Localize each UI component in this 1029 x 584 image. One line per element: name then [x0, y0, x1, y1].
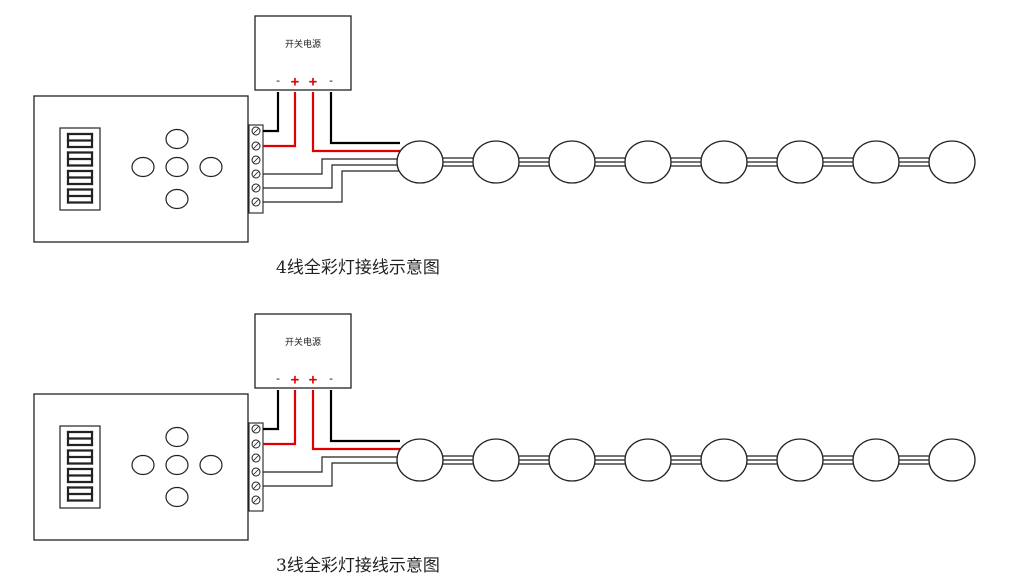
up-button [165, 128, 189, 150]
led-node [396, 438, 444, 482]
positive-terminal: + [291, 372, 299, 388]
display-digit [66, 430, 94, 447]
down-button [165, 486, 189, 508]
positive-wire-to-controller [263, 92, 297, 148]
down-button [165, 188, 189, 210]
digit-display: 8888 [59, 425, 101, 509]
positive-wire-to-leds [311, 390, 400, 451]
data-wire-3 [263, 170, 400, 203]
led-node [624, 438, 672, 482]
power-supply: 开关电源-++- [254, 313, 352, 389]
left-button [131, 156, 155, 178]
wires [263, 390, 400, 487]
power-supply-body [254, 313, 352, 389]
led-node [852, 140, 900, 184]
terminal-block [248, 124, 264, 214]
negative-terminal: - [275, 74, 282, 87]
led-node [928, 140, 976, 184]
display-digit [66, 132, 94, 149]
terminal-screw-slot [252, 127, 260, 135]
negative-wire-to-controller [263, 390, 280, 431]
terminal-screw-slot [252, 440, 260, 448]
positive-terminal: + [291, 74, 299, 90]
terminal-screw-slot [252, 482, 260, 490]
controller: 8888 [33, 393, 264, 541]
right-button [199, 156, 223, 178]
terminal-screw-slot [252, 454, 260, 462]
led-node [548, 140, 596, 184]
negative-wire-to-leds [329, 92, 400, 145]
led-node [472, 140, 520, 184]
display-digit [66, 486, 94, 502]
led-node [776, 438, 824, 482]
terminal-screw-slot [252, 198, 260, 206]
positive-wire-to-controller [263, 390, 297, 446]
positive-wire-to-leds [311, 92, 400, 153]
digit-display: 8888 [59, 127, 101, 211]
power-supply-label: 开关电源 [285, 38, 321, 50]
data-wire-2 [263, 164, 400, 189]
data-wire-1 [263, 456, 400, 473]
terminal-block [248, 422, 264, 512]
led-node [928, 438, 976, 482]
terminal-screw-slot [252, 142, 260, 150]
diagram-caption: 3线全彩灯接线示意图 [276, 556, 440, 576]
ok-button [165, 156, 189, 178]
led-node [548, 438, 596, 482]
power-supply: 开关电源-++- [254, 15, 352, 91]
controller: 8888 [33, 95, 264, 243]
ok-button [165, 454, 189, 476]
negative-wire-to-leds [329, 390, 400, 443]
positive-terminal: + [309, 372, 317, 388]
terminal-screw-slot [252, 425, 260, 433]
up-button [165, 426, 189, 448]
led-node [700, 438, 748, 482]
led-node [852, 438, 900, 482]
negative-terminal: - [328, 372, 335, 385]
right-button [199, 454, 223, 476]
left-button [131, 454, 155, 476]
wiring-diagram-2: 8888开关电源-++-3线全彩灯接线示意图 [33, 313, 976, 576]
terminal-screw-slot [252, 170, 260, 178]
display-digit [66, 151, 94, 167]
diagram-caption: 4线全彩灯接线示意图 [276, 258, 440, 278]
led-node [396, 140, 444, 184]
negative-wire-to-controller [263, 92, 280, 133]
led-node [624, 140, 672, 184]
wires [263, 92, 400, 203]
data-wire-2 [263, 462, 400, 487]
terminal-screw-slot [252, 468, 260, 476]
led-node [472, 438, 520, 482]
display-digit [66, 188, 94, 204]
data-wire-1 [263, 158, 400, 175]
display-digit [66, 449, 94, 465]
terminal-screw-slot [252, 184, 260, 192]
power-supply-label: 开关电源 [285, 336, 321, 348]
led-chain [396, 438, 976, 482]
negative-terminal: - [275, 372, 282, 385]
led-chain [396, 140, 976, 184]
negative-terminal: - [328, 74, 335, 87]
terminal-screw-slot [252, 156, 260, 164]
display-digit [66, 169, 94, 186]
wiring-diagram-1: 8888开关电源-++-4线全彩灯接线示意图 [33, 15, 976, 278]
led-node [776, 140, 824, 184]
led-node [700, 140, 748, 184]
positive-terminal: + [309, 74, 317, 90]
display-digit [66, 467, 94, 484]
power-supply-body [254, 15, 352, 91]
terminal-screw-slot [252, 496, 260, 504]
